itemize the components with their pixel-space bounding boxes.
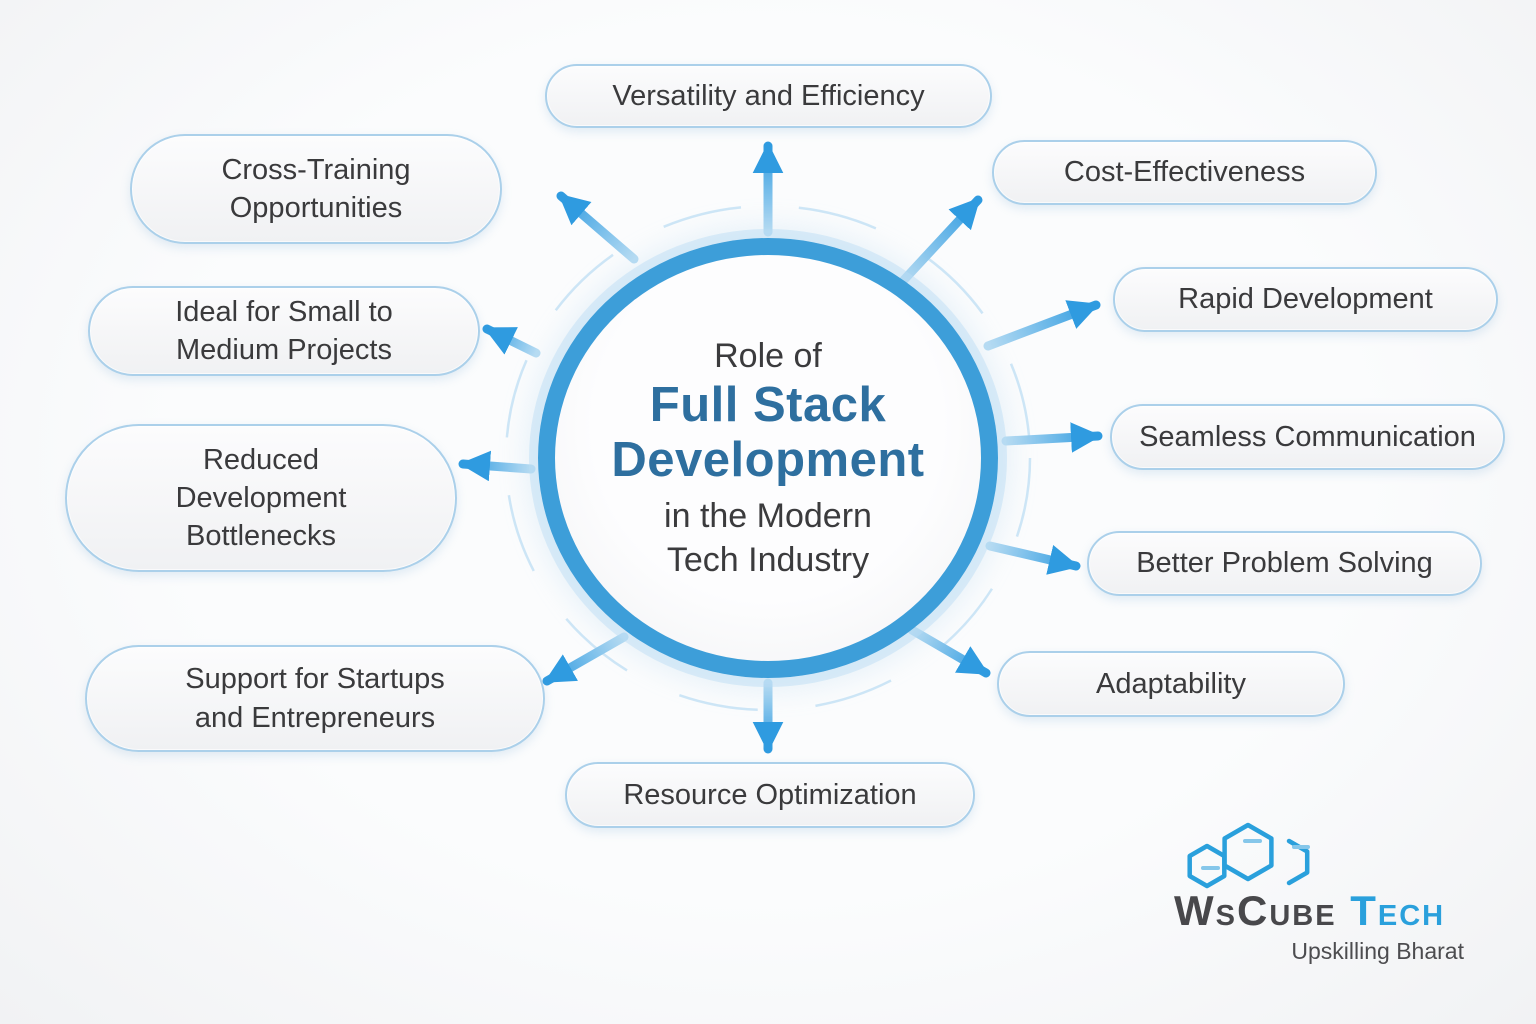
brand-tagline: Upskilling Bharat: [1291, 938, 1464, 964]
center-sub-line2: Tech Industry: [666, 540, 870, 579]
brand-tech: Tech: [1350, 887, 1446, 934]
arrow-to-better-problem-solving: [985, 541, 1081, 575]
central-circle: Role of Full Stack Development in the Mo…: [538, 238, 998, 678]
arrow-to-reduced-bottlenecks: [458, 450, 536, 482]
arrow-to-adaptability: [907, 625, 991, 678]
pill-versatility-and-efficiency: Versatility and Efficiency: [545, 64, 992, 128]
arrow-to-cross-training: [556, 191, 639, 264]
hexagon-logo-icon: [1187, 822, 1310, 889]
brand-wscube: WsCube: [1174, 887, 1337, 934]
center-title-line1: Full Stack: [649, 378, 887, 433]
pill-ideal-small-medium: Ideal for Small to Medium Projects: [88, 286, 480, 376]
arrow-to-support-startups: [542, 632, 629, 686]
pill-rapid-development: Rapid Development: [1113, 267, 1498, 332]
center-title-line2: Development: [611, 432, 925, 487]
pill-resource-optimization: Resource Optimization: [565, 762, 975, 828]
pill-seamless-communication: Seamless Communication: [1110, 404, 1505, 470]
pill-cost-effectiveness: Cost-Effectiveness: [992, 140, 1377, 205]
pill-reduced-bottlenecks: Reduced Development Bottlenecks: [65, 424, 457, 572]
pill-better-problem-solving: Better Problem Solving: [1087, 531, 1482, 596]
pill-adaptability: Adaptability: [997, 651, 1345, 717]
arrow-to-ideal-small-medium: [482, 324, 541, 358]
pill-cross-training: Cross-Training Opportunities: [130, 134, 502, 244]
center-sub-line1: in the Modern: [664, 496, 872, 535]
arrow-to-seamless-communication: [1001, 422, 1103, 453]
pill-support-startups: Support for Startups and Entrepreneurs: [85, 645, 545, 752]
brand-name: WsCube Tech: [1170, 890, 1488, 932]
wscube-tech-logo: WsCube Tech Upskilling Bharat: [1170, 818, 1488, 965]
arrow-to-cost-effectiveness: [897, 195, 983, 287]
arrow-to-rapid-development: [983, 300, 1101, 351]
center-role-text: Role of: [714, 336, 822, 375]
